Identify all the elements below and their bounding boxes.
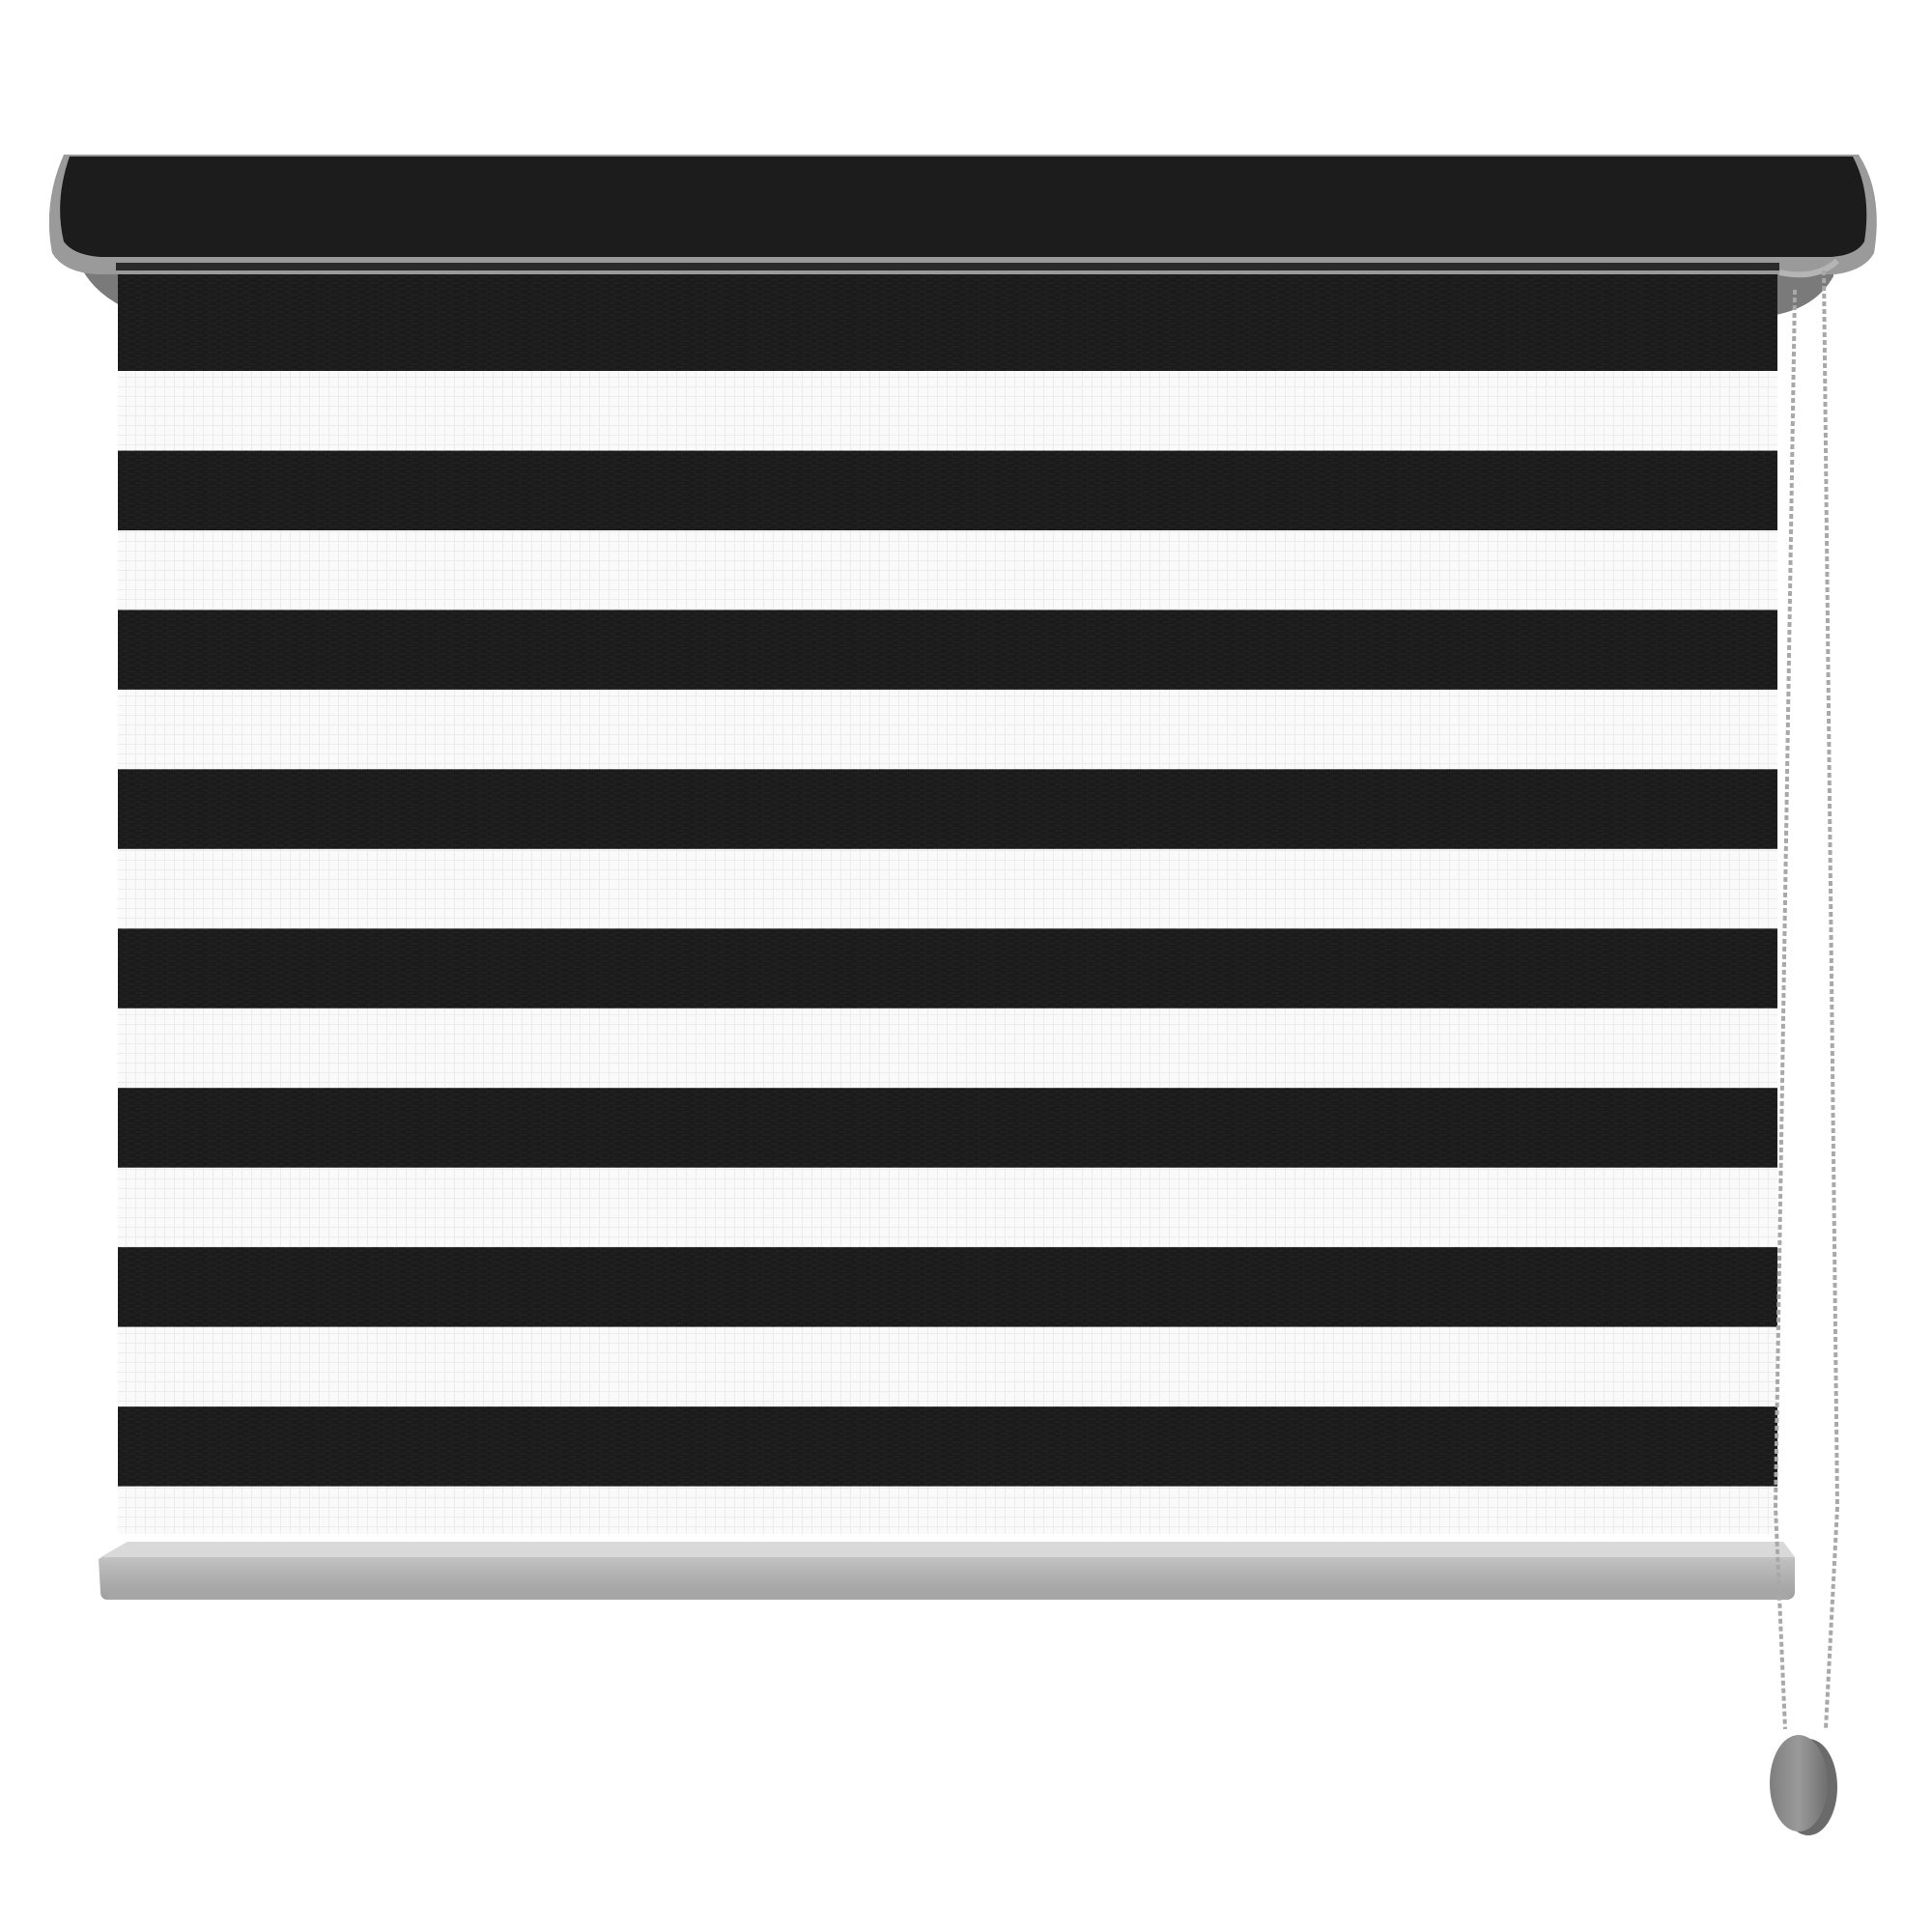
bead-chain [1773,270,1840,1730]
dark-stripe [118,1088,1777,1168]
stripe-group [118,259,1777,1487]
bottom-rail [99,1542,1795,1600]
dark-stripe [118,928,1777,1009]
dark-stripe [118,259,1777,371]
cassette-headrail [48,155,1877,278]
blind-fabric [118,259,1777,1534]
dark-stripe [118,450,1777,530]
dark-stripe [118,769,1777,849]
dark-stripe [118,1406,1777,1487]
dark-stripe [118,610,1777,690]
dark-stripe [118,1247,1777,1327]
chain-weight [1770,1735,1837,1835]
